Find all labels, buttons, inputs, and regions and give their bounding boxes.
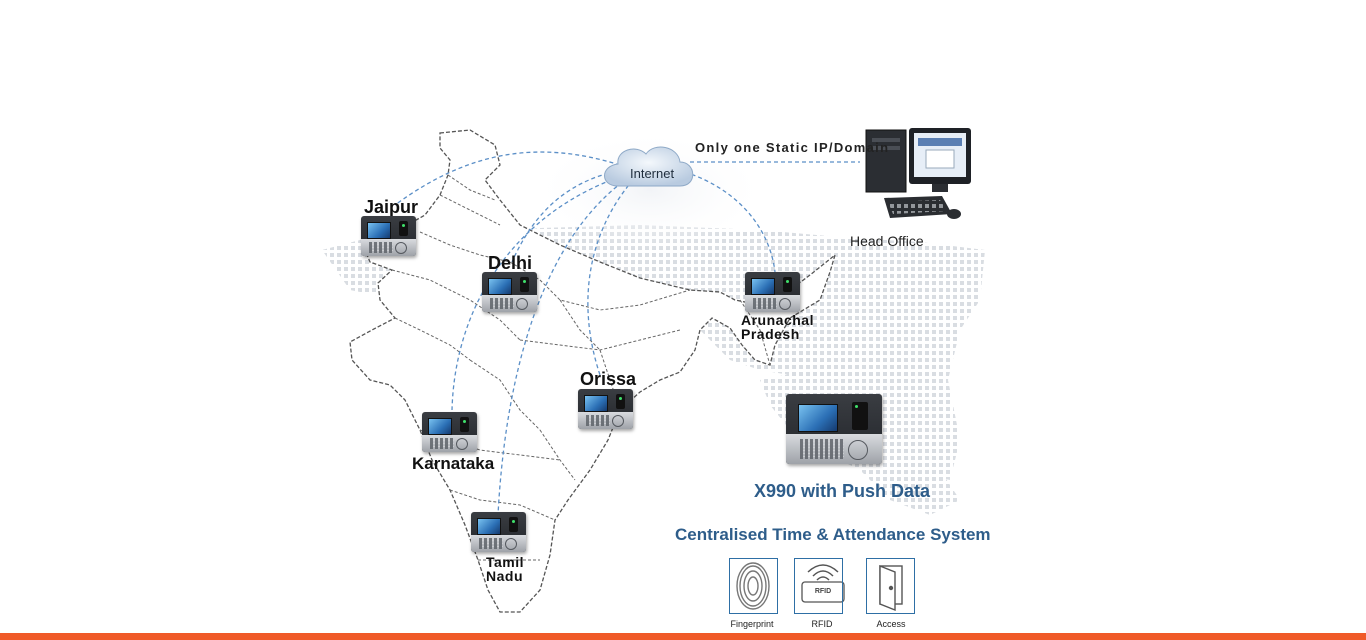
door-icon — [879, 564, 903, 612]
location-label-orissa: Orissa — [580, 369, 637, 389]
product-device-x990 — [786, 394, 882, 464]
rfid-icon — [801, 564, 845, 603]
location-label-tamil-nadu-line1: Tamil — [486, 554, 525, 570]
link-tamil-nadu — [497, 177, 629, 516]
india-map — [349, 129, 837, 613]
location-label-tamil-nadu-line2: Nadu — [486, 568, 523, 584]
link-arunachal — [684, 171, 776, 273]
location-label-arunachal-line2: Pradesh — [741, 326, 800, 342]
location-label-delhi: Delhi — [488, 253, 533, 273]
internet-cloud — [604, 146, 694, 187]
attendance-device-tamil-nadu — [471, 512, 526, 552]
product-title: X990 with Push Data — [754, 481, 931, 501]
head-office-computer — [865, 128, 971, 219]
location-label-tamil-nadu: Tamil Nadu — [486, 555, 524, 583]
feature-label-rfid: RFID — [811, 619, 833, 629]
location-label-arunachal-line1: Arunachal — [741, 312, 814, 328]
location-label-jaipur: Jaipur — [364, 197, 419, 217]
bottom-accent-bar — [0, 633, 1366, 640]
network-links — [394, 151, 860, 516]
location-label-karnataka: Karnataka — [412, 454, 495, 473]
feature-label-fingerprint: Fingerprint — [730, 619, 774, 629]
link-jaipur — [394, 151, 621, 206]
location-label-arunachal: Arunachal Pradesh — [741, 313, 814, 341]
feature-box-rfid — [794, 558, 843, 614]
attendance-device-delhi — [482, 272, 537, 312]
internet-label: Internet — [630, 166, 675, 181]
attendance-device-jaipur — [361, 216, 416, 256]
static-ip-label: Only one Static IP/Domain — [695, 140, 890, 155]
attendance-device-arunachal — [745, 272, 800, 312]
link-karnataka — [451, 174, 626, 411]
head-office-label: Head Office — [850, 233, 924, 249]
rfid-icon-text: RFID — [814, 588, 832, 595]
feature-box-fingerprint — [729, 558, 778, 614]
attendance-device-orissa — [578, 389, 633, 429]
fingerprint-icon — [736, 562, 770, 610]
feature-label-access: Access — [876, 619, 906, 629]
product-subtitle: Centralised Time & Attendance System — [675, 525, 991, 544]
attendance-device-karnataka — [422, 412, 477, 452]
feature-box-access — [866, 558, 915, 614]
link-orissa — [587, 179, 634, 376]
